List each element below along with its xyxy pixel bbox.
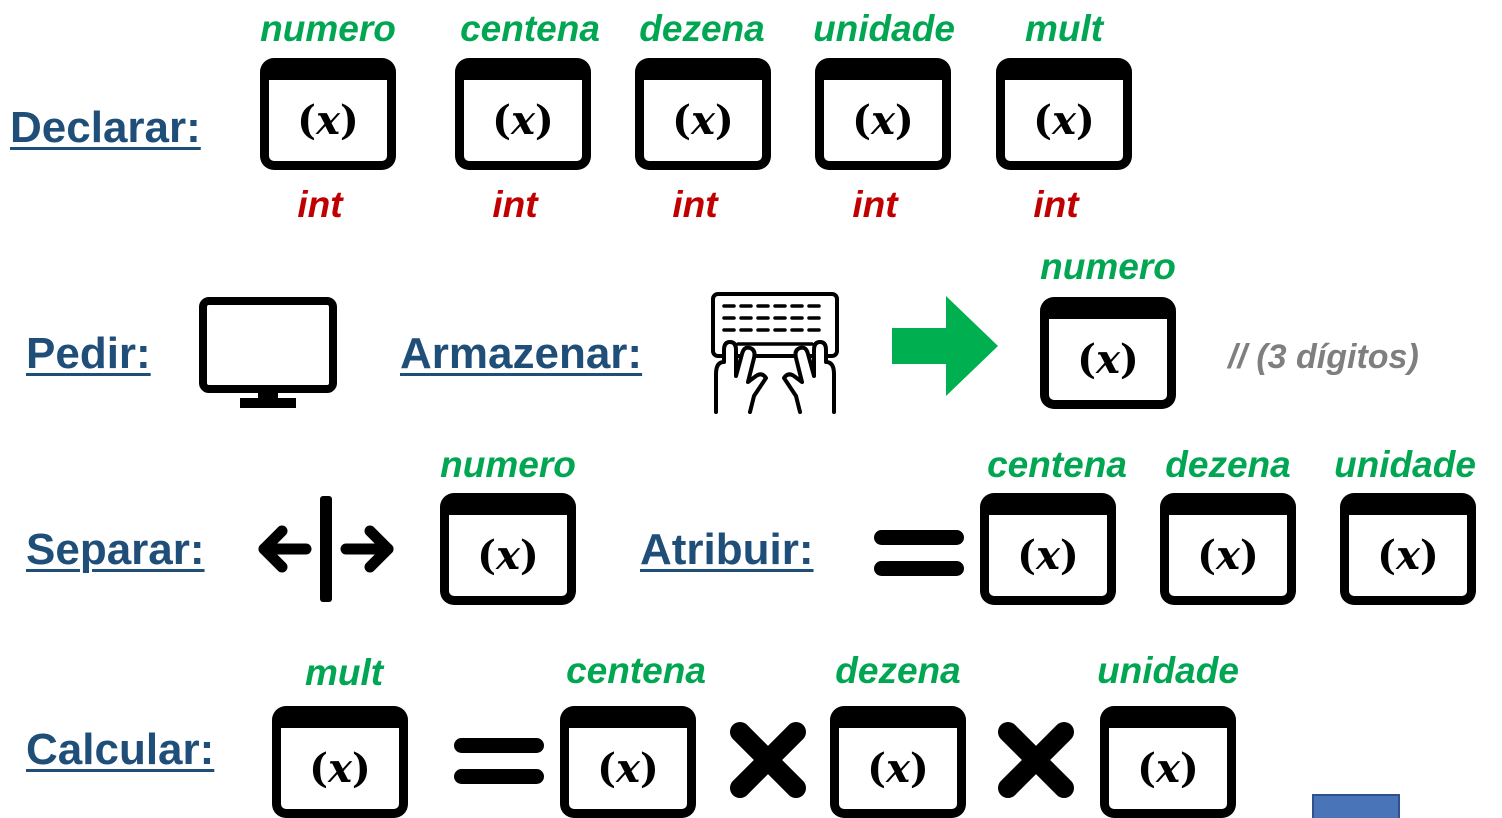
var-name-centena: centena (566, 650, 706, 691)
variable-symbol: (x) (1033, 97, 1095, 144)
var-name-dezena: dezena (835, 650, 961, 691)
var-name-unidade: unidade (1334, 444, 1476, 485)
variable-symbol: (x) (1077, 336, 1139, 383)
comment-digits: // (3 dígitos) (1228, 338, 1419, 376)
var-name-numero: numero (260, 8, 396, 49)
corner-box (1312, 794, 1400, 818)
variable-box-icon: (x) (440, 493, 576, 605)
variable-box-icon: (x) (1040, 297, 1176, 409)
variable-symbol: (x) (1377, 532, 1439, 579)
variable-box-icon: (x) (635, 58, 771, 170)
var-type-mult: int (1033, 184, 1079, 225)
variable-box-icon: (x) (1160, 493, 1296, 605)
monitor-icon (198, 296, 338, 412)
var-name-dezena: dezena (639, 8, 765, 49)
declarar-label: Declarar: (10, 103, 201, 152)
var-name-numero: numero (1040, 246, 1176, 287)
var-name-centena: centena (987, 444, 1127, 485)
variable-box-icon: (x) (272, 706, 408, 818)
split-arrows-icon (256, 496, 396, 602)
keyboard-typing-icon (708, 290, 842, 414)
variable-symbol: (x) (852, 97, 914, 144)
variable-symbol: (x) (309, 745, 371, 792)
var-name-dezena: dezena (1165, 444, 1291, 485)
var-name-mult: mult (304, 652, 384, 693)
variable-symbol: (x) (492, 97, 554, 144)
variable-box-icon: (x) (1340, 493, 1476, 605)
var-name-unidade: unidade (1097, 650, 1239, 691)
var-name-mult: mult (1024, 8, 1104, 49)
multiply-icon (996, 720, 1076, 800)
variable-symbol: (x) (1197, 532, 1259, 579)
variable-box-icon: (x) (1100, 706, 1236, 818)
variable-symbol: (x) (1137, 745, 1199, 792)
var-name-numero: numero (440, 444, 576, 485)
variable-symbol: (x) (597, 745, 659, 792)
var-type-centena: int (492, 184, 538, 225)
variable-symbol: (x) (297, 97, 359, 144)
pedir-label: Pedir: (26, 329, 151, 378)
variable-box-icon: (x) (260, 58, 396, 170)
var-type-numero: int (297, 184, 343, 225)
variable-symbol: (x) (1017, 532, 1079, 579)
var-type-unidade: int (852, 184, 898, 225)
variable-symbol: (x) (672, 97, 734, 144)
equals-icon (454, 738, 544, 784)
arrow-right-icon (892, 296, 1000, 396)
separar-label: Separar: (26, 525, 205, 574)
variable-symbol: (x) (867, 745, 929, 792)
variable-box-icon: (x) (830, 706, 966, 818)
armazenar-label: Armazenar: (400, 329, 643, 378)
variable-box-icon: (x) (815, 58, 951, 170)
variable-box-icon: (x) (455, 58, 591, 170)
variable-box-icon: (x) (980, 493, 1116, 605)
variable-symbol: (x) (477, 532, 539, 579)
calcular-label: Calcular: (26, 725, 215, 774)
equals-icon (874, 530, 964, 576)
var-type-dezena: int (672, 184, 718, 225)
variable-box-icon: (x) (996, 58, 1132, 170)
variable-box-icon: (x) (560, 706, 696, 818)
var-name-centena: centena (460, 8, 600, 49)
multiply-icon (728, 720, 808, 800)
atribuir-label: Atribuir: (640, 525, 814, 574)
var-name-unidade: unidade (813, 8, 955, 49)
